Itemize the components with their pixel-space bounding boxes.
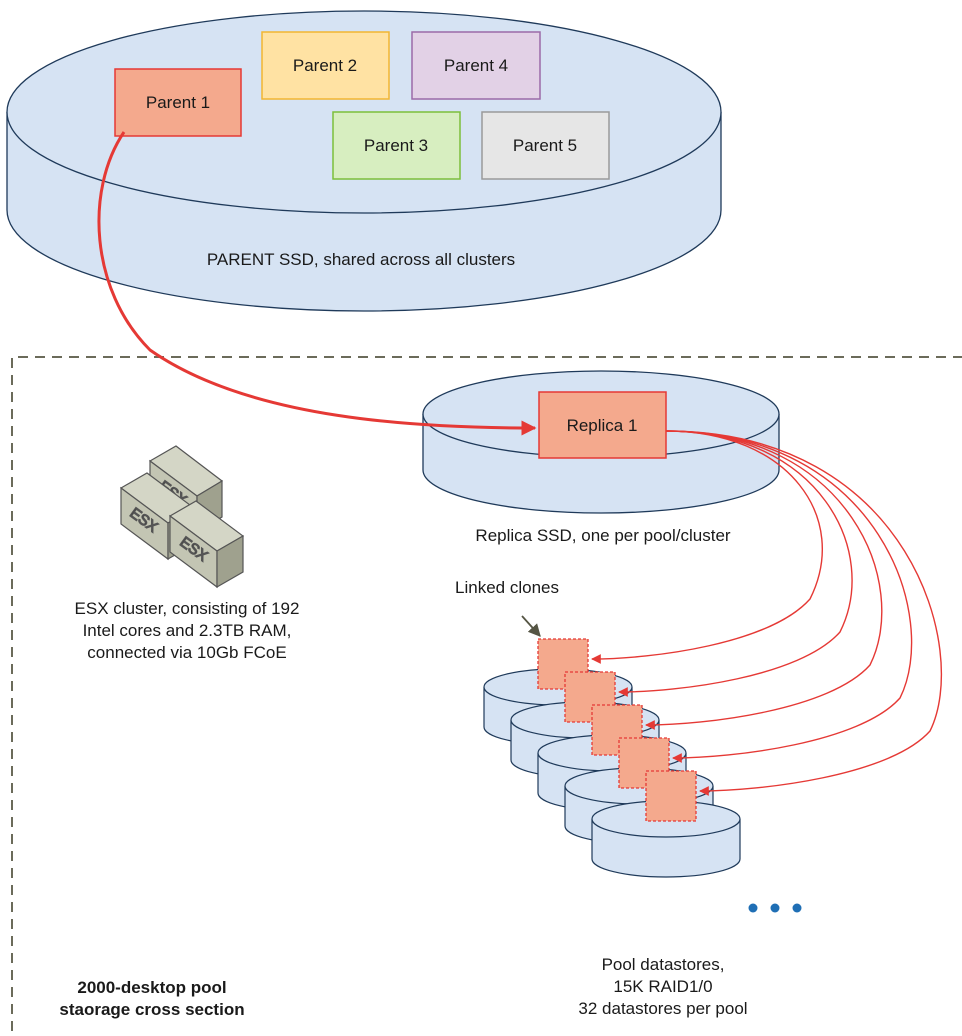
esx-box-right: ESX — [168, 500, 245, 589]
parent-box-4: Parent 4 — [411, 31, 541, 100]
parent-box-5-label: Parent 5 — [513, 136, 577, 155]
pool-caption-line-3: 32 datastores per pool — [578, 999, 747, 1018]
esx-cluster-icon: ESX ESX ESX — [119, 445, 245, 589]
parent-box-4-label: Parent 4 — [444, 56, 508, 75]
linked-clone-5 — [645, 770, 697, 822]
esx-caption: ESX cluster, consisting of 192 Intel cor… — [75, 599, 300, 662]
parent-box-2: Parent 2 — [261, 31, 390, 100]
section-title-line-1: 2000-desktop pool — [77, 978, 226, 997]
pool-datastore-5 — [591, 770, 741, 878]
section-title-line-2: staorage cross section — [59, 1000, 244, 1019]
replica-ssd-label: Replica SSD, one per pool/cluster — [475, 526, 730, 545]
linked-clones-label: Linked clones — [455, 578, 559, 597]
esx-caption-line-3: connected via 10Gb FCoE — [87, 643, 286, 662]
parent-to-replica-arrow — [97, 131, 537, 436]
section-title: 2000-desktop pool staorage cross section — [59, 978, 244, 1019]
pool-caption: Pool datastores, 15K RAID1/0 32 datastor… — [578, 955, 747, 1018]
parent-box-3-label: Parent 3 — [364, 136, 428, 155]
pool-caption-line-1: Pool datastores, — [602, 955, 725, 974]
parent-ssd-label: PARENT SSD, shared across all clusters — [207, 250, 515, 269]
parent-box-2-label: Parent 2 — [293, 56, 357, 75]
replica-box: Replica 1 — [538, 391, 667, 459]
esx-caption-line-1: ESX cluster, consisting of 192 — [75, 599, 300, 618]
parent-box-1-label: Parent 1 — [146, 93, 210, 112]
parent-box-1: Parent 1 — [114, 68, 242, 137]
esx-caption-line-2: Intel cores and 2.3TB RAM, — [83, 621, 292, 640]
fanout-arrow-2 — [618, 430, 853, 697]
pool-caption-line-2: 15K RAID1/0 — [613, 977, 712, 996]
fanout-arrow-5 — [665, 430, 942, 796]
replica-box-label: Replica 1 — [567, 416, 638, 435]
fanout-arrow-3 — [645, 430, 883, 730]
parent-box-3: Parent 3 — [332, 111, 461, 180]
fanout-arrow-1 — [591, 430, 823, 664]
section-border — [11, 356, 962, 1031]
fanout-arrow-4 — [665, 430, 913, 763]
more-datastores-ellipsis — [748, 903, 802, 913]
pool-datastore-stack — [483, 638, 741, 878]
parent-box-5: Parent 5 — [481, 111, 610, 180]
replica-fanout-arrows — [591, 430, 942, 796]
linked-clones-pointer — [521, 615, 541, 637]
